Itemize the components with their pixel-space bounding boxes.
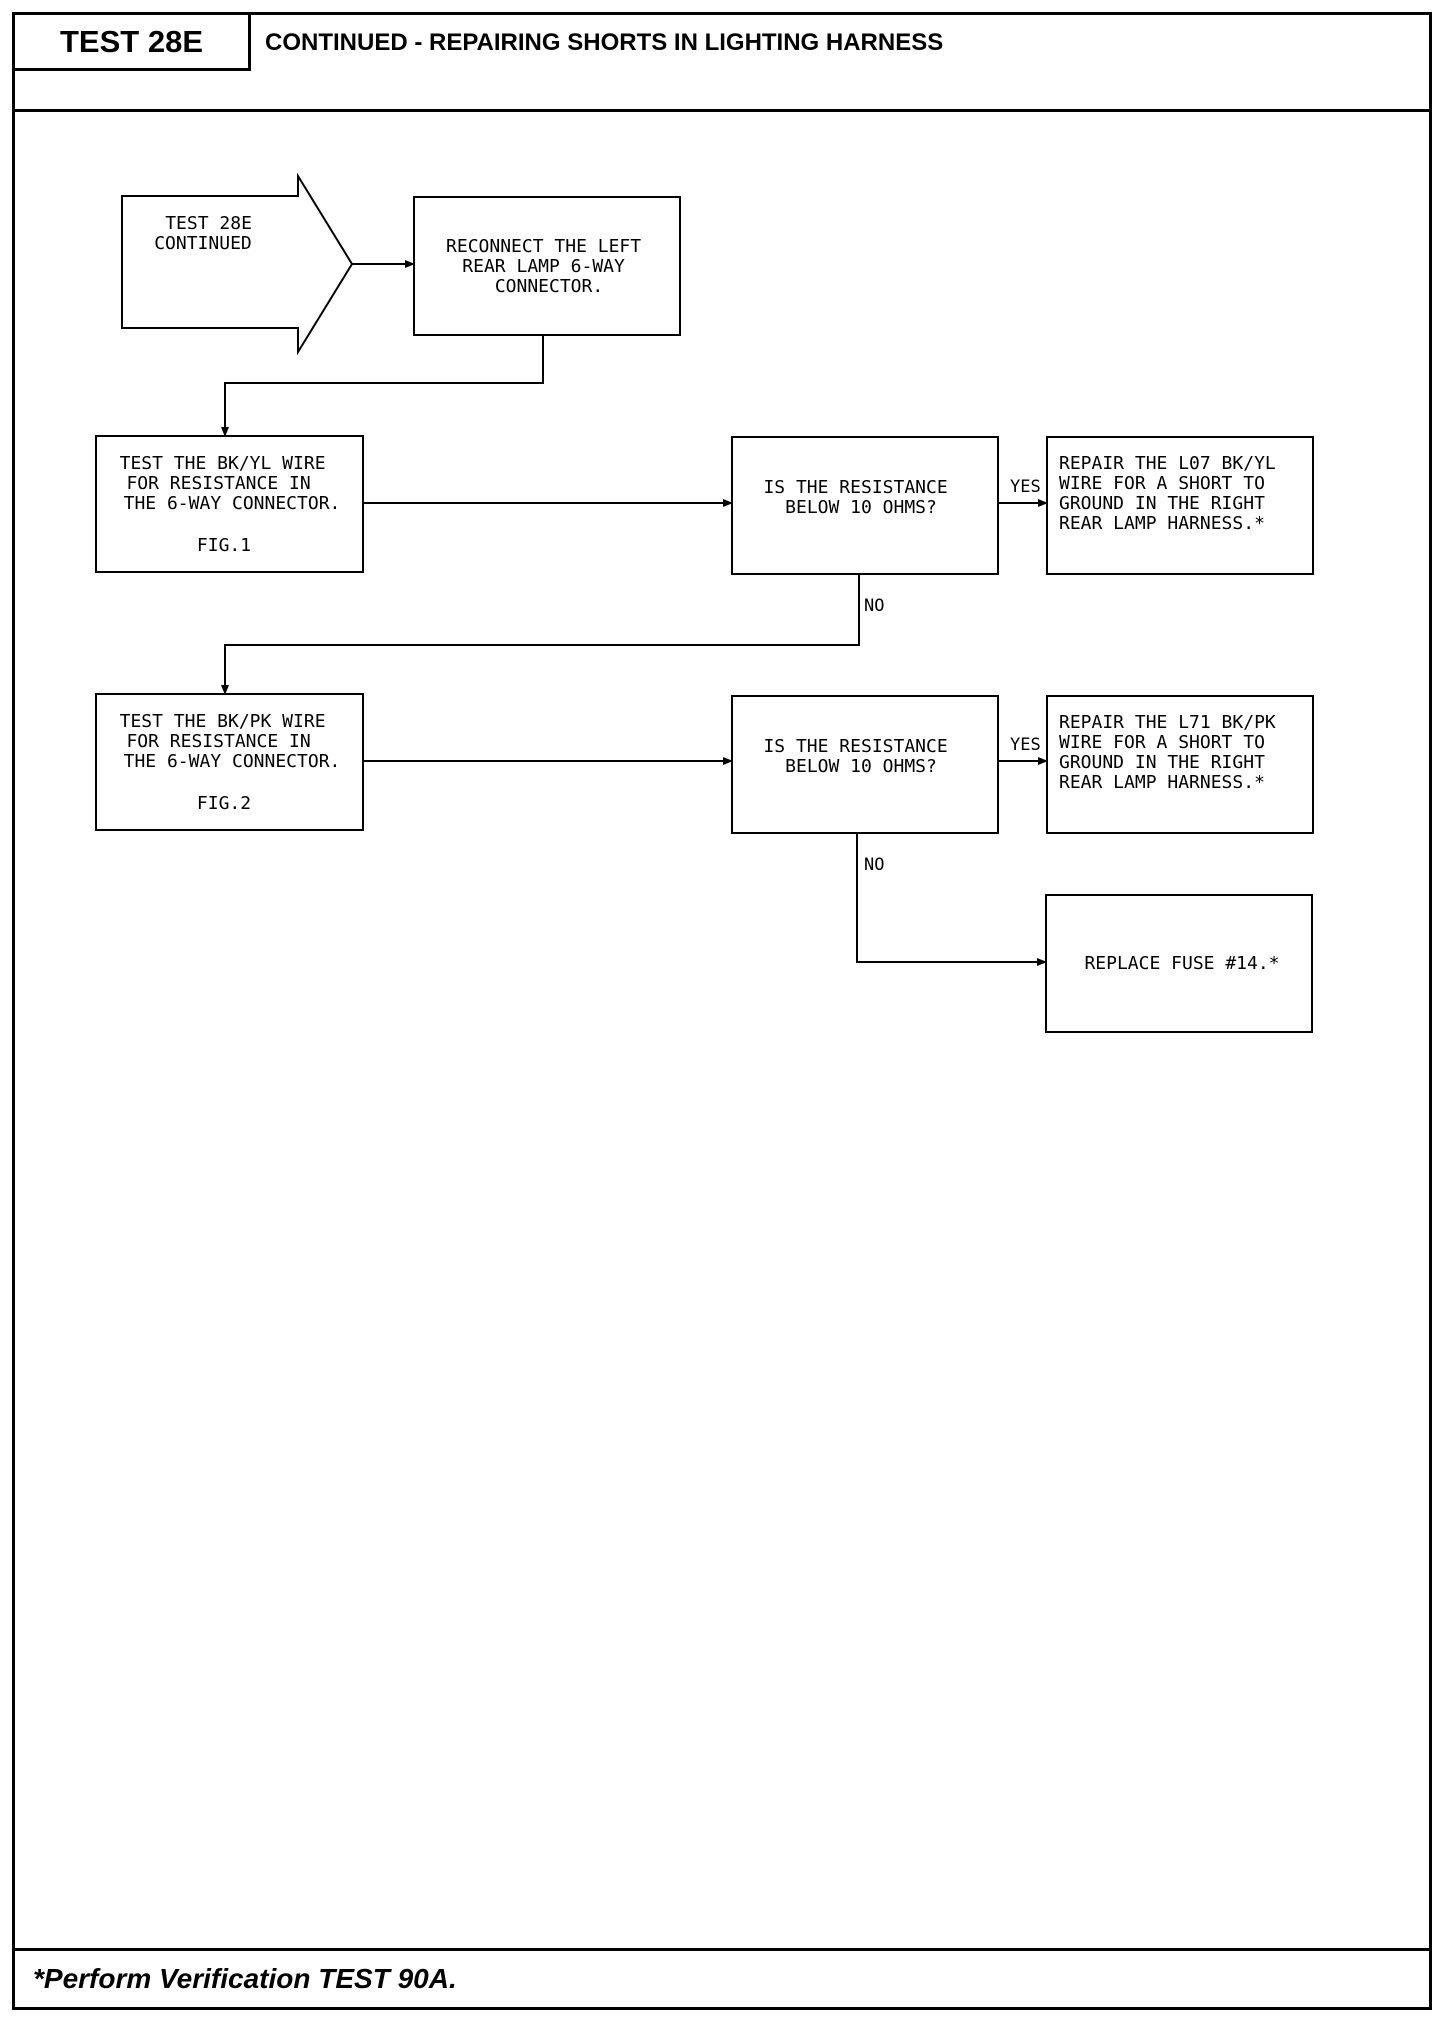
yes-label-2: YES xyxy=(1010,735,1041,755)
repair-l07-text: REPAIR THE L07 BK/YL WIRE FOR A SHORT TO… xyxy=(1059,453,1287,534)
start-label: TEST 28E CONTINUED xyxy=(154,213,263,254)
decision-2-text: IS THE RESISTANCE BELOW 10 OHMS? xyxy=(763,736,958,777)
test-bkpk-fig: FIG.2 xyxy=(197,793,251,814)
connector-decision-1-no xyxy=(221,574,860,695)
page-title: CONTINUED - REPAIRING SHORTS IN LIGHTING… xyxy=(265,29,944,56)
test-bkpk-text: TEST THE BK/PK WIRE FOR RESISTANCE IN TH… xyxy=(120,711,341,772)
decision-1-text: IS THE RESISTANCE BELOW 10 OHMS? xyxy=(763,477,958,518)
connector-reconnect-test-bkyl xyxy=(221,335,544,437)
test-bkyl-fig: FIG.1 xyxy=(197,535,251,556)
test-bkyl-text: TEST THE BK/YL WIRE FOR RESISTANCE IN TH… xyxy=(120,453,341,514)
replace-fuse-text: REPLACE FUSE #14.* xyxy=(1084,953,1279,974)
no-label-2: NO xyxy=(864,855,884,875)
reconnect-text: RECONNECT THE LEFT REAR LAMP 6-WAY CONNE… xyxy=(446,236,652,297)
yes-label-1: YES xyxy=(1010,477,1041,497)
no-label-1: NO xyxy=(864,596,884,616)
repair-l71-text: REPAIR THE L71 BK/PK WIRE FOR A SHORT TO… xyxy=(1059,712,1287,793)
test-id: TEST 28E xyxy=(15,15,251,71)
connector-decision-2-no xyxy=(856,833,1047,966)
header: TEST 28E CONTINUED - REPAIRING SHORTS IN… xyxy=(12,12,1432,112)
footer-note: *Perform Verification TEST 90A. xyxy=(12,1948,1432,2010)
start-arrow-shape xyxy=(121,172,354,356)
